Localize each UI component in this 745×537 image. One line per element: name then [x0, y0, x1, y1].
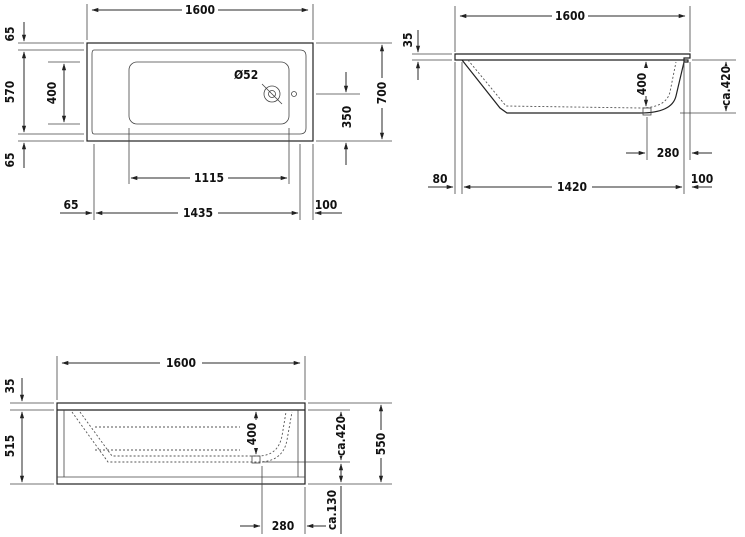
drain-icon [261, 83, 283, 105]
side-dim-bottom-length: 1420 [557, 180, 587, 194]
top-view-basin [128, 61, 290, 125]
side-dim-right: 100 [691, 172, 714, 186]
top-dim-outer-length: 1435 [183, 206, 213, 220]
side-dim-left: 80 [432, 172, 447, 186]
side-view-basin [461, 59, 685, 114]
top-dim-inner-width: 570 [3, 81, 17, 104]
front-dim-drain-height: ca.420 [334, 416, 348, 456]
front-dim-drain-distance: 280 [272, 519, 295, 533]
top-view: 1600 65 570 65 400 Ø52 350 700 [3, 2, 392, 220]
side-dim-total-length: 1600 [555, 9, 585, 23]
front-view-basin [71, 411, 293, 463]
top-dim-drain-area: 400 [45, 82, 59, 105]
front-dim-total-height: 550 [374, 433, 388, 456]
top-view-outline [86, 42, 314, 142]
front-dim-panel-height: 515 [3, 435, 17, 458]
top-dim-top-margin: 65 [3, 26, 17, 41]
front-dim-drain-below: ca.130 [325, 490, 339, 530]
side-dim-depth: 400 [635, 73, 649, 96]
top-dim-left-margin: 65 [63, 198, 78, 212]
front-view-panel [56, 402, 306, 485]
top-dim-inner-length: 1115 [194, 171, 224, 185]
top-dim-bottom-margin: 65 [3, 152, 17, 167]
side-dim-rim-height: 35 [401, 32, 415, 47]
overflow-icon [291, 91, 297, 97]
top-dim-right-margin: 100 [315, 198, 338, 212]
side-dim-drain-height: ca.420 [719, 66, 733, 106]
top-view-rim [91, 49, 307, 135]
side-view-drain [642, 107, 652, 116]
top-dim-total-length: 1600 [185, 3, 215, 17]
front-view: 1600 35 515 400 ca.420 550 ca.130 [3, 355, 392, 534]
side-view-rim [454, 53, 691, 63]
side-view: 1600 35 400 ca.420 280 80 1420 100 [401, 6, 736, 194]
side-dim-drain-distance: 280 [657, 146, 680, 160]
top-dim-total-width: 700 [375, 82, 389, 105]
front-dim-rim-height: 35 [3, 378, 17, 393]
front-dim-total-length: 1600 [166, 356, 196, 370]
front-dim-depth: 400 [245, 423, 259, 446]
front-view-drain [251, 455, 261, 464]
top-dim-drain-diameter: Ø52 [234, 68, 258, 82]
top-dim-drain-offset: 350 [340, 106, 354, 129]
